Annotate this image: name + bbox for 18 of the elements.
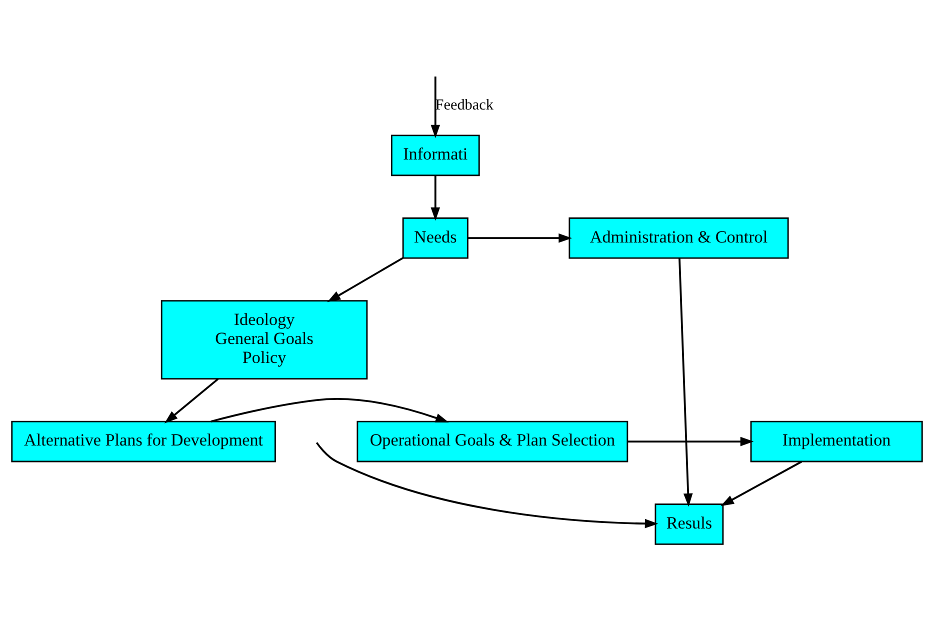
node-box: Needs <box>402 216 468 258</box>
node-box: Ideology General Goals Policy <box>160 300 368 379</box>
node-box: Alternative Plans for Development <box>11 420 276 462</box>
arrow <box>210 398 449 422</box>
node-box: Implementation <box>750 420 923 462</box>
arrow <box>316 442 658 528</box>
arrow <box>327 256 404 302</box>
node-box: Administration & Control <box>568 216 789 258</box>
arrow <box>720 460 802 506</box>
arrow <box>678 258 693 506</box>
node-box: Resuls <box>654 503 724 544</box>
arrow <box>164 378 219 423</box>
arrow <box>468 232 572 242</box>
arrow <box>430 76 440 138</box>
arrow <box>430 174 440 220</box>
arrow <box>628 436 754 446</box>
node-box: Operational Goals & Plan Selection <box>356 420 628 462</box>
node-box: Informati <box>390 134 480 176</box>
